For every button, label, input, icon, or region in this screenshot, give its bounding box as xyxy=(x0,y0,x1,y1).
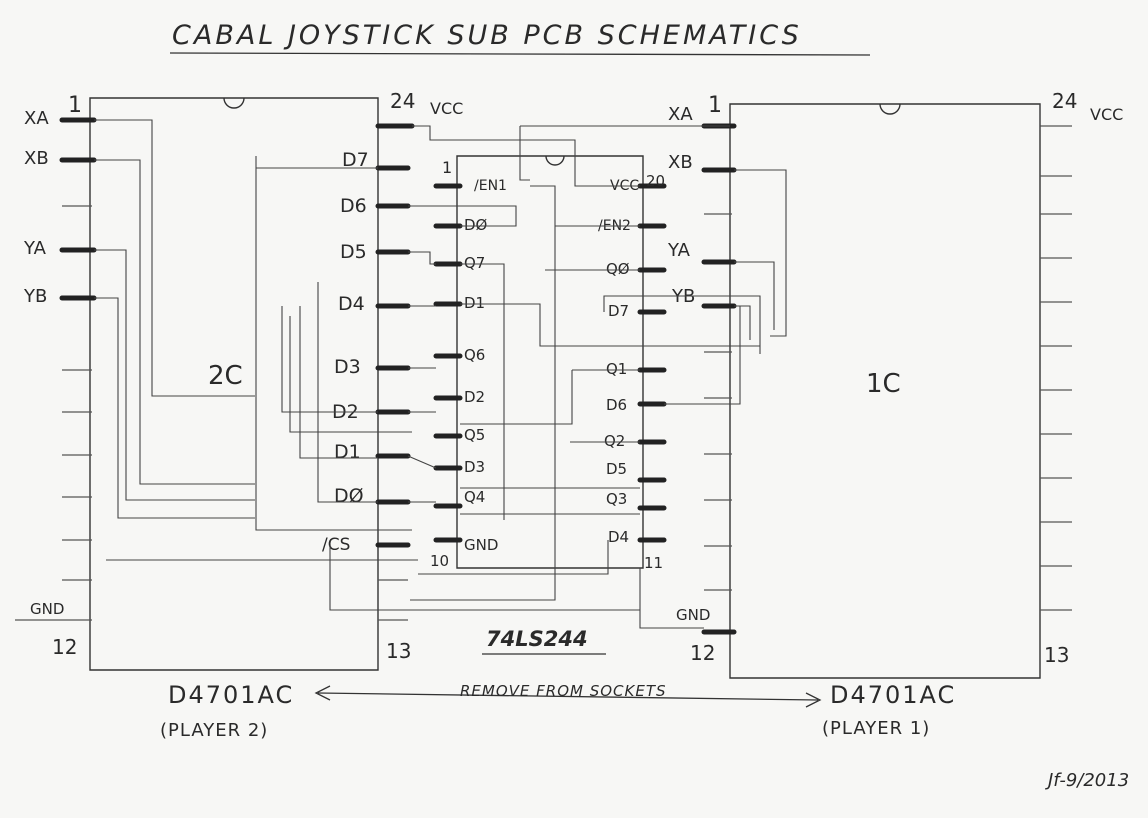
left-pin-d0: DØ xyxy=(334,485,364,507)
buffer-right-d6: D6 xyxy=(606,396,627,414)
left-pin-d3: D3 xyxy=(334,356,361,378)
buffer-pin10: 10 xyxy=(430,552,449,570)
right-input-ya: YA xyxy=(667,240,691,261)
left-chip-pin1: 1 xyxy=(68,93,82,118)
buffer-left-gnd: GND xyxy=(464,536,498,554)
left-input-yb: YB xyxy=(23,286,47,307)
left-chip-pin12: 12 xyxy=(52,635,77,659)
left-chip-pin13: 13 xyxy=(386,639,411,663)
left-input-xa: XA xyxy=(24,108,49,129)
left-pin-d4: D4 xyxy=(338,293,365,315)
remove-note: REMOVE FROM SOCKETS xyxy=(460,682,667,700)
buffer-part: 74LS244 xyxy=(486,627,588,651)
buffer-pin1: 1 xyxy=(442,158,452,177)
buffer-left-d0: DØ xyxy=(464,216,488,234)
right-chip-pin12: 12 xyxy=(690,641,715,665)
left-chip-gnd-label: GND xyxy=(30,600,64,618)
signature: Jf-9/2013 xyxy=(1045,770,1129,791)
buffer-left-d2: D2 xyxy=(464,388,485,406)
title-underline xyxy=(169,52,871,56)
left-chip-pin24: 24 xyxy=(390,89,415,113)
left-pin-d1: D1 xyxy=(334,441,361,463)
right-chip-gnd-label: GND xyxy=(676,606,710,624)
buffer-right-q0: QØ xyxy=(606,260,630,278)
left-input-ya: YA xyxy=(23,238,47,259)
buffer-right-q3: Q3 xyxy=(606,490,627,508)
buffer-left-q7: Q7 xyxy=(464,254,485,272)
buffer-pin20: 20 xyxy=(646,172,665,190)
left-input-xb: XB xyxy=(24,148,49,169)
left-pin-d5: D5 xyxy=(340,241,367,263)
title: CABAL JOYSTICK SUB PCB SCHEMATICS xyxy=(172,20,802,51)
chip-1c xyxy=(701,103,1072,679)
right-input-xa: XA xyxy=(668,104,693,125)
buffer-left-q6: Q6 xyxy=(464,346,485,364)
buffer-left-en1: /EN1 xyxy=(474,178,507,194)
right-chip-vcc-label: VCC xyxy=(1090,105,1123,124)
buffer-right-d4: D4 xyxy=(608,528,629,546)
right-chip-part: D4701AC xyxy=(830,681,956,709)
buffer-left-q4: Q4 xyxy=(464,488,485,506)
chip-74ls244 xyxy=(433,155,667,569)
left-chip-note: (PLAYER 2) xyxy=(160,720,268,741)
buffer-pin11: 11 xyxy=(644,554,663,572)
right-chip-ref: 1C xyxy=(866,369,901,399)
buffer-left-d3: D3 xyxy=(464,458,485,476)
buffer-right-q2: Q2 xyxy=(604,432,625,450)
wiring xyxy=(94,104,1041,629)
buffer-right-d7: D7 xyxy=(608,302,629,320)
right-chip-note: (PLAYER 1) xyxy=(822,718,930,739)
buffer-right-q1: Q1 xyxy=(606,360,627,378)
buffer-left-d1: D1 xyxy=(464,294,485,312)
right-input-xb: XB xyxy=(668,152,693,173)
right-chip-pin24: 24 xyxy=(1052,89,1077,113)
left-chip-part: D4701AC xyxy=(168,681,294,709)
left-chip-vcc-label: VCC xyxy=(430,99,463,118)
left-pin-d6: D6 xyxy=(340,195,367,217)
chip-2c xyxy=(15,97,415,671)
buffer-right-d5: D5 xyxy=(606,460,627,478)
right-chip-pin1: 1 xyxy=(708,93,722,118)
buffer-left-q5: Q5 xyxy=(464,426,485,444)
left-pin-cs: /CS xyxy=(322,535,350,555)
remove-arrow xyxy=(314,685,822,708)
left-chip-ref: 2C xyxy=(208,361,243,391)
right-chip-pin13: 13 xyxy=(1044,643,1069,667)
left-pin-d7: D7 xyxy=(342,149,369,171)
